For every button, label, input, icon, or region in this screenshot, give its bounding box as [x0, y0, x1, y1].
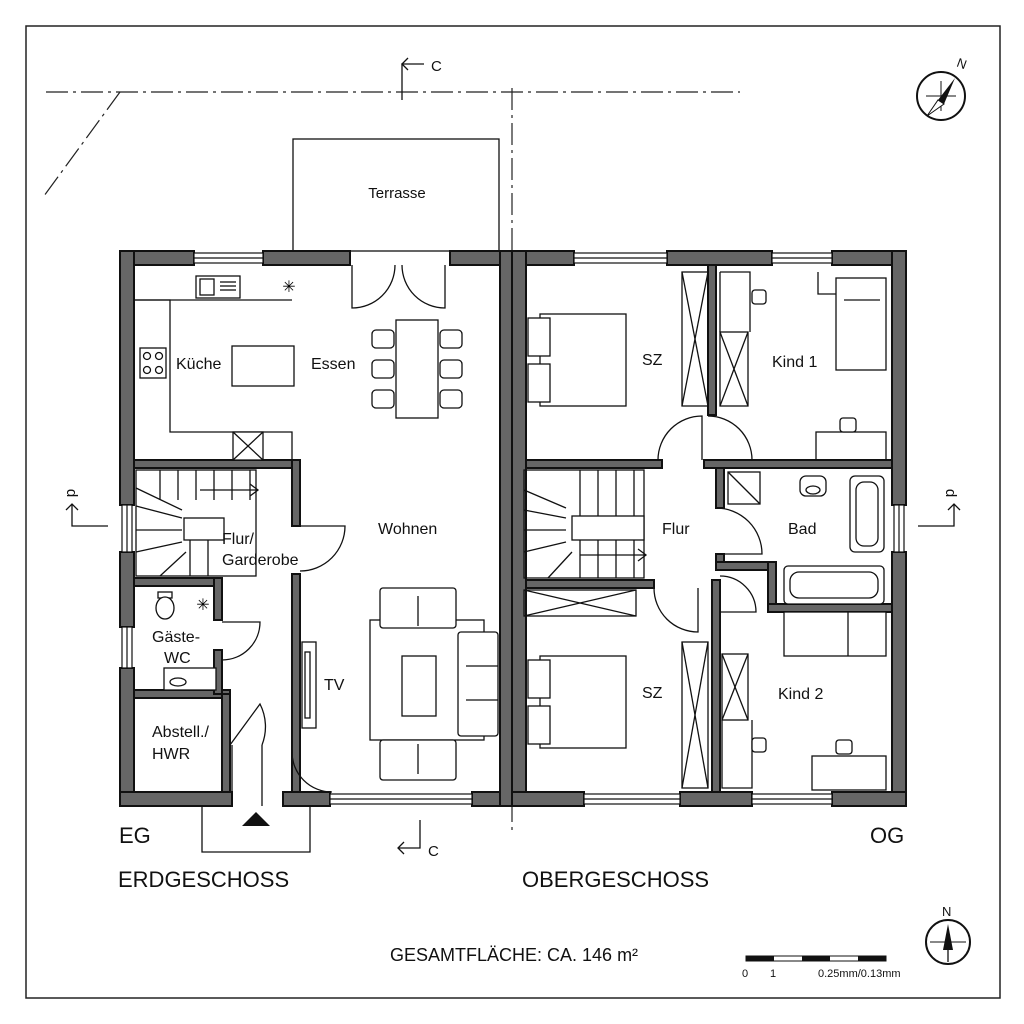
section-d-right-label: d: [942, 488, 960, 498]
sz-top-label: SZ: [642, 352, 663, 369]
tv-label: TV: [324, 677, 345, 694]
svg-text:✳: ✳: [196, 595, 209, 614]
north-label-bottom: N: [942, 904, 952, 919]
og-furniture: [523, 271, 887, 791]
svg-text:✳: ✳: [282, 277, 295, 296]
essen-label: Essen: [311, 356, 356, 373]
scale-label-0: 0: [742, 968, 749, 980]
section-c-top-label: C: [431, 58, 442, 75]
gaeste-wc-label-2: WC: [164, 650, 191, 667]
obergeschoss-title: OBERGESCHOSS: [522, 867, 710, 892]
eg-furniture: ✳ ✳: [134, 275, 499, 853]
doors: [221, 264, 763, 806]
og-walls: [511, 250, 907, 807]
og-flur-label: Flur: [662, 521, 690, 538]
scale-bar: [745, 955, 887, 962]
og-code-label: OG: [870, 823, 905, 848]
flur-garderobe-label-2: Garderobe: [222, 552, 299, 569]
bad-label: Bad: [788, 521, 817, 538]
section-d-left-label: d: [63, 488, 81, 498]
eg-code-label: EG: [119, 823, 151, 848]
wohnen-label: Wohnen: [378, 521, 438, 538]
kind2-label: Kind 2: [778, 686, 824, 703]
north-arrow-bottom: [925, 919, 971, 965]
sz-bottom-label: SZ: [642, 685, 663, 702]
erdgeschoss-title: ERDGESCHOSS: [118, 867, 290, 892]
eg-walls: [119, 250, 515, 807]
total-area-label: GESAMTFLÄCHE: CA. 146 m²: [390, 945, 639, 965]
gaeste-wc-label-1: Gäste-: [152, 629, 201, 646]
abstell-hwr-label-1: Abstell./: [152, 724, 209, 741]
north-arrow-top: [916, 71, 966, 121]
scale-label-1: 1: [770, 968, 777, 980]
section-markers: [65, 57, 961, 855]
section-c-bottom-label: C: [428, 843, 439, 860]
sheet-border: [25, 25, 1001, 999]
scale-note: 0.25mm/0.13mm: [818, 968, 901, 980]
abstell-hwr-label-2: HWR: [152, 746, 191, 763]
terrasse-area: [292, 138, 500, 252]
windows: [121, 252, 905, 805]
kueche-label: Küche: [176, 356, 222, 373]
kind1-label: Kind 1: [772, 354, 818, 371]
terrasse-label: Terrasse: [368, 185, 426, 202]
flur-garderobe-label-1: Flur/: [222, 531, 254, 548]
